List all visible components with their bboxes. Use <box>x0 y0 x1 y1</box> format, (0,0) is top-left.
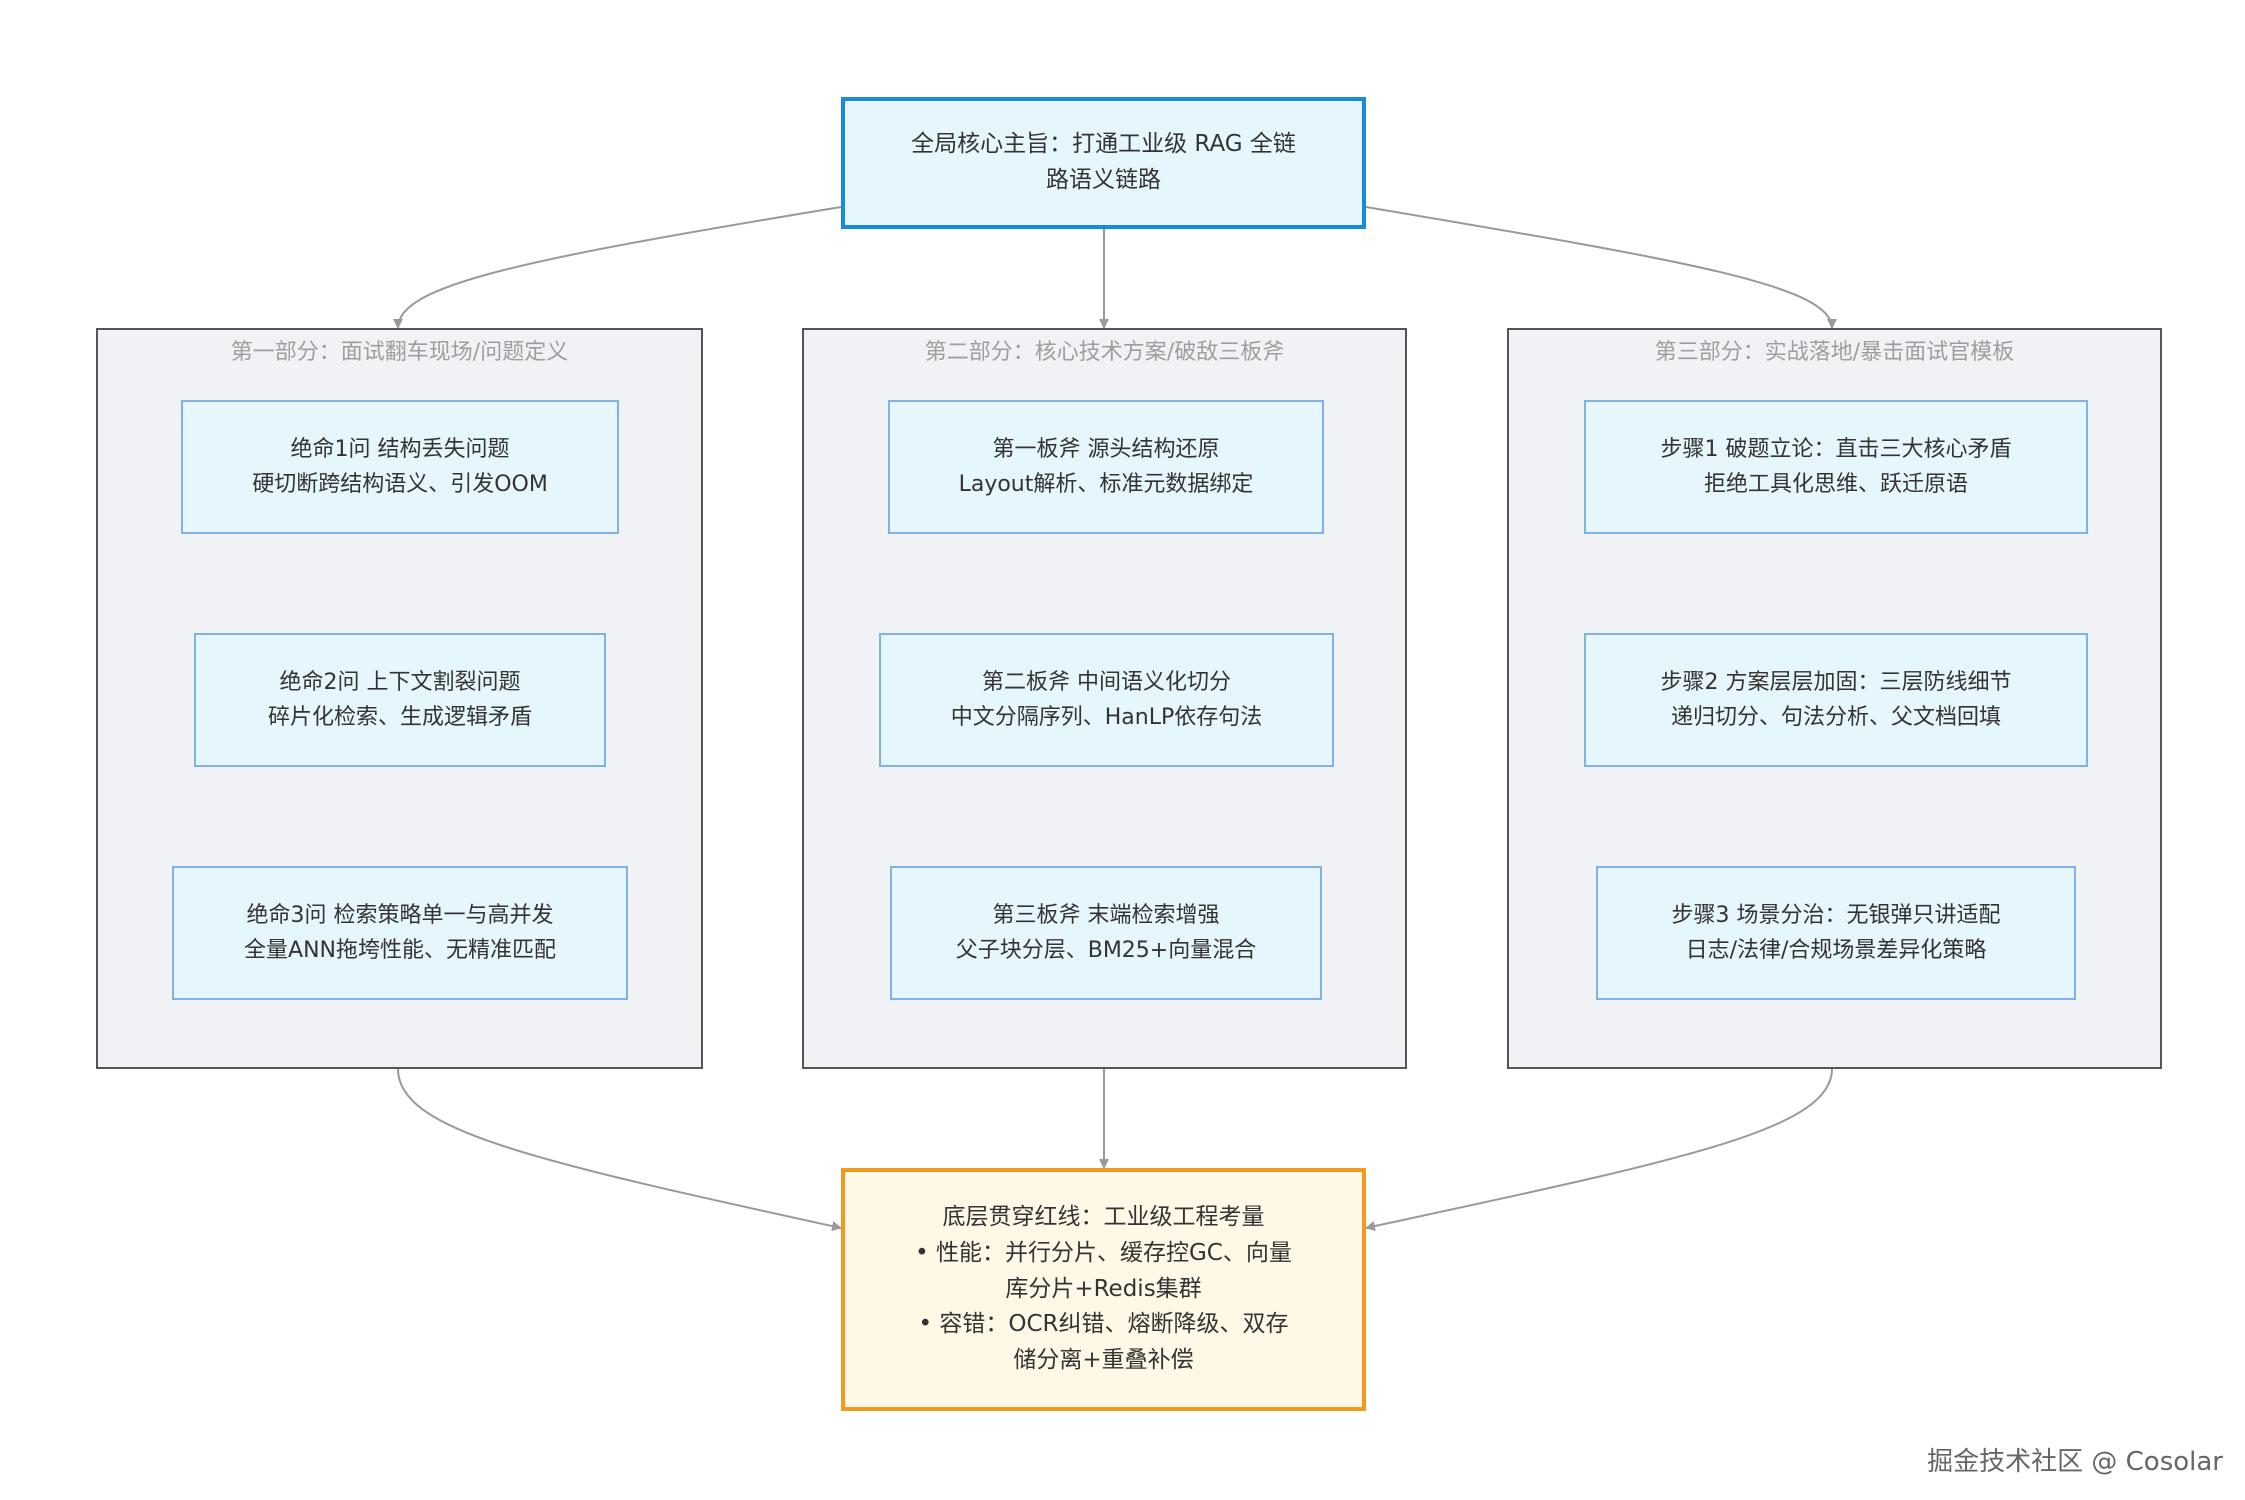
part2-item-3-line-1: 第三板斧 末端检索增强 <box>992 902 1220 928</box>
bottom-line-2: • 性能：并行分片、缓存控GC、向量 <box>915 1240 1292 1267</box>
part2-item-1-line-2: Layout解析、标准元数据绑定 <box>958 472 1254 497</box>
part2-item-2: 第二板斧 中间语义化切分 中文分隔序列、HanLP依存句法 <box>879 633 1334 767</box>
part3-item-3-line-1: 步骤3 场景分治：无银弹只讲适配 <box>1671 902 2001 928</box>
part3-item-1-line-1: 步骤1 破题立论：直击三大核心矛盾 <box>1660 436 2012 462</box>
part3-item-1: 步骤1 破题立论：直击三大核心矛盾 拒绝工具化思维、跃迁原语 <box>1584 400 2088 534</box>
part2-item-2-line-1: 第二板斧 中间语义化切分 <box>982 669 1231 695</box>
part3-item-2-line-2: 递归切分、句法分析、父文档回填 <box>1670 705 2001 730</box>
part3-item-3-line-2: 日志/法律/合规场景差异化策略 <box>1685 938 1987 963</box>
bottom-line-1: 底层贯穿红线：工业级工程考量 <box>942 1204 1265 1231</box>
part1-title: 第一部分：面试翻车现场/问题定义 <box>230 340 569 365</box>
part1-item-2: 绝命2问 上下文割裂问题 碎片化检索、生成逻辑矛盾 <box>194 633 606 767</box>
part1-item-1-line-2: 硬切断跨结构语义、引发OOM <box>252 472 548 497</box>
watermark: 掘金技术社区 @ Cosolar <box>1927 1447 2223 1477</box>
part2-item-2-line-2: 中文分隔序列、HanLP依存句法 <box>950 705 1263 730</box>
core-goal-line-1: 全局核心主旨：打通工业级 RAG 全链 <box>911 131 1296 158</box>
part2-item-3: 第三板斧 末端检索增强 父子块分层、BM25+向量混合 <box>890 866 1322 1000</box>
part3-title: 第三部分：实战落地/暴击面试官模板 <box>1654 340 2015 365</box>
core-goal-node: 全局核心主旨：打通工业级 RAG 全链 路语义链路 <box>841 97 1366 229</box>
part2-item-1-line-1: 第一板斧 源头结构还原 <box>992 436 1220 462</box>
bottom-line-5: 储分离+重叠补偿 <box>1013 1346 1194 1373</box>
part3-group: 第三部分：实战落地/暴击面试官模板 步骤1 破题立论：直击三大核心矛盾 拒绝工具… <box>1507 328 2162 1069</box>
bottom-line-4: • 容错：OCR纠错、熔断降级、双存 <box>918 1311 1289 1338</box>
part1-item-3-line-2: 全量ANN拖垮性能、无精准匹配 <box>244 938 556 963</box>
part3-item-3: 步骤3 场景分治：无银弹只讲适配 日志/法律/合规场景差异化策略 <box>1596 866 2076 1000</box>
part3-item-2-line-1: 步骤2 方案层层加固：三层防线细节 <box>1660 669 2012 695</box>
part1-item-3: 绝命3问 检索策略单一与高并发 全量ANN拖垮性能、无精准匹配 <box>172 866 628 1000</box>
part3-item-1-line-2: 拒绝工具化思维、跃迁原语 <box>1703 472 1968 497</box>
edge-part1-to-bottom <box>397 1068 842 1231</box>
part1-group: 第一部分：面试翻车现场/问题定义 绝命1问 结构丢失问题 硬切断跨结构语义、引发… <box>96 328 703 1069</box>
edge-part3-to-bottom <box>1365 1068 1833 1231</box>
part1-item-2-line-1: 绝命2问 上下文割裂问题 <box>279 669 521 695</box>
edge-top-to-part1 <box>393 206 842 329</box>
bottom-redline-node: 底层贯穿红线：工业级工程考量 • 性能：并行分片、缓存控GC、向量 库分片+Re… <box>841 1168 1366 1411</box>
part1-item-3-line-1: 绝命3问 检索策略单一与高并发 <box>246 902 554 928</box>
part2-title: 第二部分：核心技术方案/破敌三板斧 <box>924 340 1285 365</box>
part2-item-1: 第一板斧 源头结构还原 Layout解析、标准元数据绑定 <box>888 400 1324 534</box>
part1-item-1-line-1: 绝命1问 结构丢失问题 <box>290 436 510 462</box>
part1-item-1: 绝命1问 结构丢失问题 硬切断跨结构语义、引发OOM <box>181 400 619 534</box>
part2-item-3-line-2: 父子块分层、BM25+向量混合 <box>955 938 1257 963</box>
core-goal-line-2: 路语义链路 <box>1046 167 1161 193</box>
part3-item-2: 步骤2 方案层层加固：三层防线细节 递归切分、句法分析、父文档回填 <box>1584 633 2088 767</box>
bottom-line-3: 库分片+Redis集群 <box>1005 1275 1202 1302</box>
part2-group: 第二部分：核心技术方案/破敌三板斧 第一板斧 源头结构还原 Layout解析、标… <box>802 328 1407 1069</box>
part1-item-2-line-2: 碎片化检索、生成逻辑矛盾 <box>267 705 532 730</box>
edge-top-to-part3 <box>1365 206 1837 329</box>
